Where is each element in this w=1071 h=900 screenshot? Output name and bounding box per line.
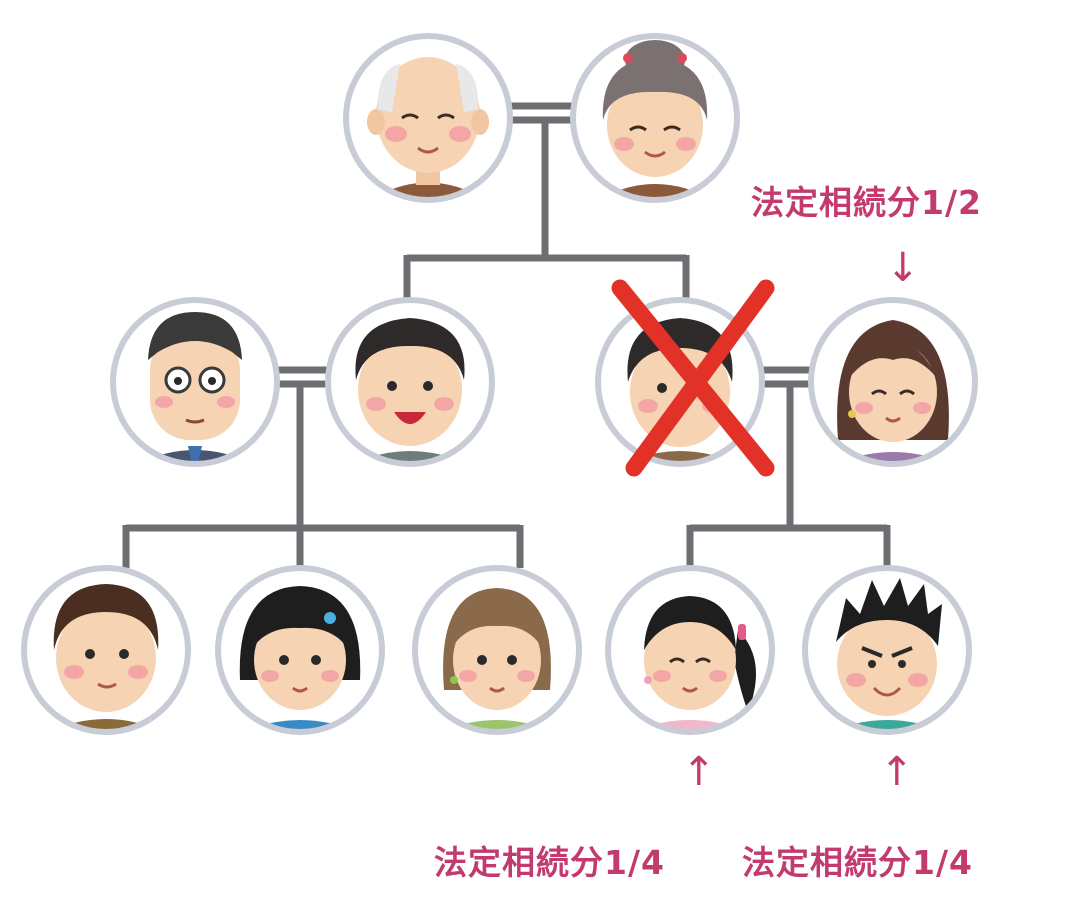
daughter-avatar: [605, 565, 775, 735]
grandmother-avatar: [570, 33, 740, 203]
smiling-man-avatar: [325, 297, 495, 467]
tree-lines: [122, 102, 891, 568]
son-share-label: 法定相続分1/4: [742, 843, 973, 882]
daughter-arrow-up-icon: ↑: [682, 749, 716, 795]
son-avatar: [802, 565, 972, 735]
glasses-man-avatar: [110, 297, 280, 467]
spouse-arrow-down-icon: ↓: [886, 245, 920, 291]
spouse-share-label: 法定相続分1/2: [751, 183, 982, 222]
son-arrow-up-icon: ↑: [880, 749, 914, 795]
cousin-boy-avatar: [21, 565, 191, 735]
daughter-share-label: 法定相続分1/4: [434, 843, 665, 882]
grandfather-avatar: [343, 33, 513, 203]
spouse-avatar: [808, 297, 978, 467]
cousin-girl-avatar: [215, 565, 385, 735]
cousin-woman-avatar: [412, 565, 582, 735]
deceased-cross-icon: [611, 279, 775, 477]
